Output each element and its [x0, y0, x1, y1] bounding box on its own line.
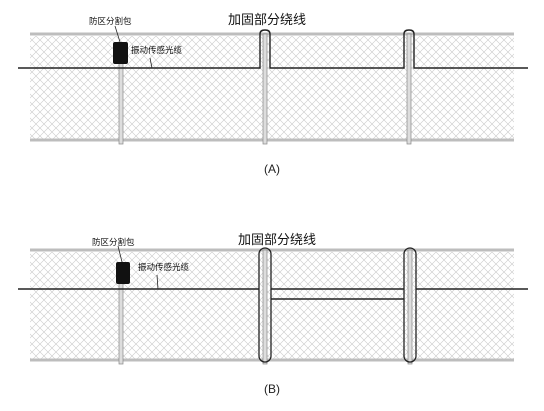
- cable-label: 振动传感光缆: [131, 45, 183, 56]
- sensing-cable: [18, 29, 528, 69]
- panel-a: 加固部分绕线 防区分割包 振动传感光缆 (A): [18, 13, 528, 176]
- cable-wrap-loop: [403, 247, 417, 363]
- fence-mesh: [30, 36, 514, 140]
- box-leader-line: [114, 25, 121, 43]
- cable-leader-line: [156, 274, 159, 290]
- title-label: 加固部分绕线: [238, 233, 316, 248]
- box-label: 防区分割包: [92, 237, 135, 248]
- box-label: 防区分割包: [89, 16, 132, 27]
- fence-post: [407, 249, 413, 365]
- fence-post: [118, 59, 124, 145]
- title-label: 加固部分绕线: [228, 13, 306, 28]
- zone-splitter-box: [113, 42, 128, 64]
- fence-post: [262, 249, 268, 365]
- fence-post: [118, 282, 124, 365]
- fence-mesh: [30, 252, 514, 360]
- box-leader-line: [117, 245, 123, 263]
- panel-caption: (A): [264, 162, 280, 176]
- cable-label: 振动传感光缆: [138, 262, 190, 273]
- zone-splitter-box: [116, 262, 130, 284]
- cable-leader-line: [149, 57, 153, 69]
- panel-caption: (B): [264, 382, 280, 396]
- panel-b: 加固部分绕线 防区分割包 振动传感光缆 (B): [18, 233, 528, 396]
- fence-post: [406, 33, 412, 145]
- fence-post: [262, 33, 268, 145]
- cable-wrap-loop: [258, 247, 272, 363]
